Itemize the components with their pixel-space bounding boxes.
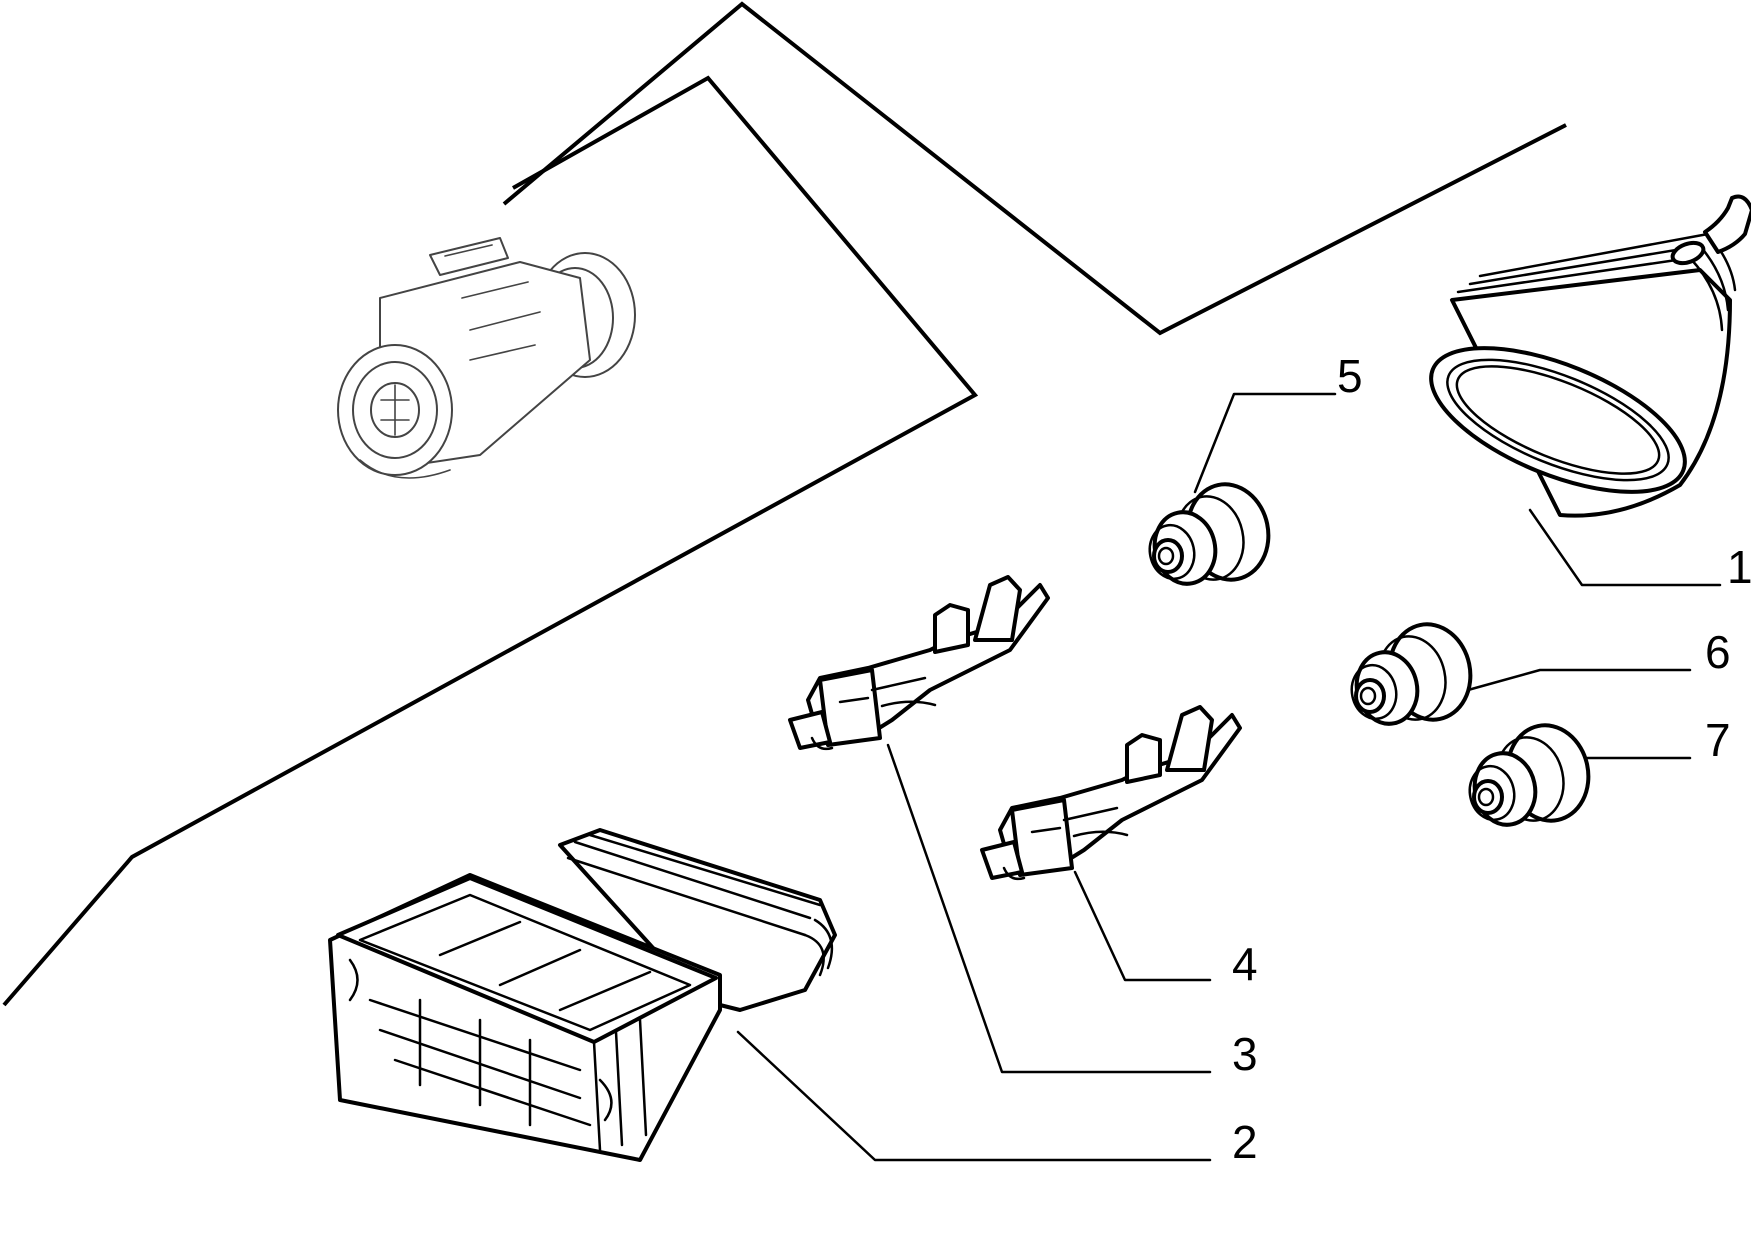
leader-lines: [736, 392, 1722, 1162]
callout-5: 5: [1337, 350, 1363, 402]
callout-2: 2: [1232, 1116, 1258, 1168]
callout-7: 7: [1705, 714, 1731, 766]
leader-4: [1073, 870, 1212, 982]
callout-labels: 1 2 3 4 5 6 7: [1232, 350, 1751, 1168]
part-1-boot: [1429, 194, 1751, 518]
leader-3: [886, 743, 1212, 1074]
part-7-grommet: [1468, 723, 1591, 827]
reference-sensor-assembly: [337, 237, 636, 479]
leader-6: [1466, 668, 1692, 692]
leader-5: [1193, 392, 1337, 494]
leader-2: [736, 1030, 1212, 1162]
section-outline: [2, 1, 1567, 1007]
part-2-connector-housing: [328, 828, 837, 1162]
part-5-grommet: [1148, 482, 1271, 586]
callout-3: 3: [1232, 1028, 1258, 1080]
leader-1: [1528, 508, 1722, 587]
callout-6: 6: [1705, 626, 1731, 678]
callout-4: 4: [1232, 938, 1258, 990]
part-6-grommet: [1350, 622, 1473, 726]
callout-1: 1: [1727, 541, 1751, 593]
part-3-terminal: [788, 575, 1050, 751]
part-4-terminal: [980, 705, 1242, 881]
